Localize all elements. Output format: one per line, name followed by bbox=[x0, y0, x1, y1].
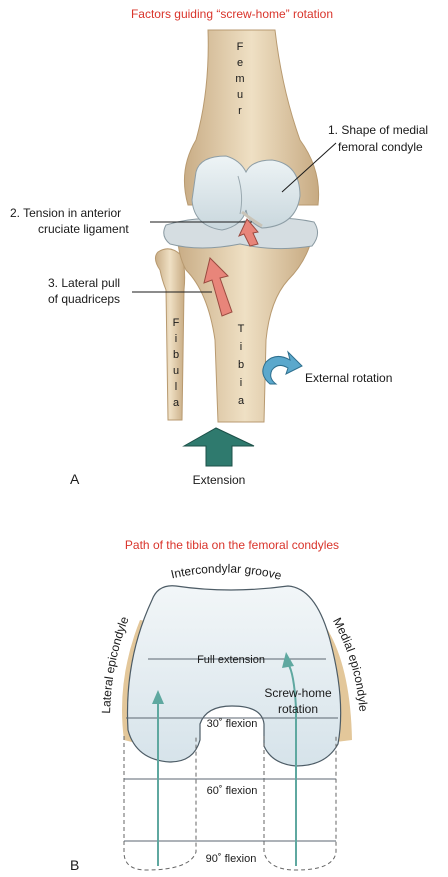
label-quadriceps-pull: 3. Lateral pull of quadriceps bbox=[48, 276, 212, 306]
label-line: 3. Lateral pull bbox=[48, 276, 120, 290]
tibia-letter: T bbox=[238, 323, 245, 335]
panel-a-title: Factors guiding “screw-home” rotation bbox=[131, 7, 333, 21]
femur-letter: F bbox=[237, 41, 244, 53]
femur-letter: u bbox=[237, 89, 243, 101]
panel-b-title: Path of the tibia on the femoral condyle… bbox=[125, 538, 339, 552]
fibula-letter: b bbox=[173, 349, 179, 361]
label-line: femoral condyle bbox=[338, 140, 423, 154]
tibia-letter: i bbox=[240, 377, 242, 389]
fibula-letter: l bbox=[175, 381, 177, 393]
condyle-outline bbox=[128, 586, 341, 766]
tibia-shape bbox=[178, 238, 312, 422]
extension-label: Extension bbox=[193, 473, 246, 487]
flexion-90-label: 90˚ flexion bbox=[206, 853, 257, 865]
external-rotation-arrow bbox=[263, 352, 302, 384]
extension-arrow bbox=[184, 428, 254, 466]
external-rotation-label: External rotation bbox=[305, 371, 392, 385]
femur-letter: r bbox=[238, 105, 242, 117]
fibula-letter: a bbox=[173, 397, 180, 409]
screw-home-label: rotation bbox=[278, 702, 318, 716]
flexion-30-label: 30˚ flexion bbox=[207, 718, 258, 730]
fibula-letter: u bbox=[173, 365, 179, 377]
femur-letter: e bbox=[237, 57, 243, 69]
femur-letter: m bbox=[235, 73, 244, 85]
tibia-letter: a bbox=[238, 395, 245, 407]
label-line: 2. Tension in anterior bbox=[10, 206, 121, 220]
full-extension-label: Full extension bbox=[197, 654, 265, 666]
flexion-60-label: 60˚ flexion bbox=[207, 785, 258, 797]
tibia-letter: b bbox=[238, 359, 244, 371]
label-line: cruciate ligament bbox=[38, 222, 129, 236]
panel-a-letter: A bbox=[70, 471, 80, 487]
screw-home-label: Screw-home bbox=[264, 686, 332, 700]
fibula-shape bbox=[155, 249, 184, 420]
intercondylar-groove-label: Intercondylar groove bbox=[169, 561, 283, 582]
label-line: of quadriceps bbox=[48, 292, 120, 306]
label-line: 1. Shape of medial bbox=[328, 123, 428, 137]
panel-b-letter: B bbox=[70, 857, 79, 873]
fibula-letter: F bbox=[173, 317, 180, 329]
fibula-letter: i bbox=[175, 333, 177, 345]
tibia-letter: i bbox=[240, 341, 242, 353]
